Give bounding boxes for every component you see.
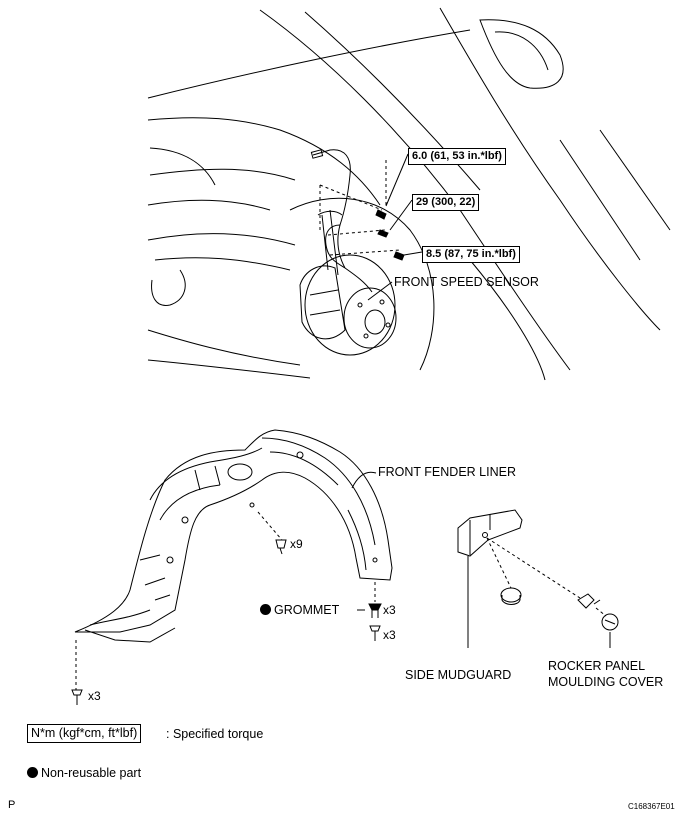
assembly-lines-bottom xyxy=(75,511,376,690)
brake-hub-assembly xyxy=(299,209,397,356)
torque-spec-8-5: 8.5 (87, 75 in.*lbf) xyxy=(422,246,520,263)
vehicle-body-outline xyxy=(147,7,671,381)
label-grommet: GROMMET xyxy=(260,604,339,617)
leader-lines-top xyxy=(367,153,423,301)
count-grommet: x3 xyxy=(383,603,396,617)
label-rocker-panel-line1: ROCKER PANEL xyxy=(548,659,646,673)
clip-icons-bottom xyxy=(71,539,382,705)
speed-sensor-wiring xyxy=(310,149,373,293)
non-reusable-legend-dot-icon xyxy=(27,767,38,778)
count-liner-clip: x9 xyxy=(290,537,303,551)
mudguard-fasteners xyxy=(500,587,619,648)
count-liner-bottom: x3 xyxy=(88,689,101,703)
label-front-speed-sensor: FRONT SPEED SENSOR xyxy=(394,275,539,289)
fender-liner-part xyxy=(74,429,393,643)
torque-spec-29: 29 (300, 22) xyxy=(412,194,480,211)
footer-left-mark: P xyxy=(8,799,16,811)
label-front-fender-liner: FRONT FENDER LINER xyxy=(378,465,516,479)
legend-non-reusable-text: Non-reusable part xyxy=(41,766,142,780)
bolt-icons-top xyxy=(375,209,405,261)
non-reusable-dot-icon xyxy=(260,604,271,615)
torque-spec-6-0: 6.0 (61, 53 in.*lbf) xyxy=(408,148,506,165)
legend-torque-unit-box: N*m (kgf*cm, ft*lbf) xyxy=(27,724,142,743)
grommet-text: GROMMET xyxy=(274,603,340,617)
legend-non-reusable: Non-reusable part xyxy=(27,767,141,780)
assembly-lines-top xyxy=(319,160,401,256)
legend-torque-desc: : Specified torque xyxy=(166,727,264,741)
footer-figure-code: C168367E01 xyxy=(628,802,675,811)
mudguard-dashed-lines xyxy=(486,537,607,617)
label-rocker-panel-line2: MOULDING COVER xyxy=(548,675,664,689)
side-mudguard-part xyxy=(457,509,523,648)
count-screw: x3 xyxy=(383,628,396,642)
leader-lines-bottom xyxy=(351,471,377,611)
label-side-mudguard: SIDE MUDGUARD xyxy=(405,668,512,682)
